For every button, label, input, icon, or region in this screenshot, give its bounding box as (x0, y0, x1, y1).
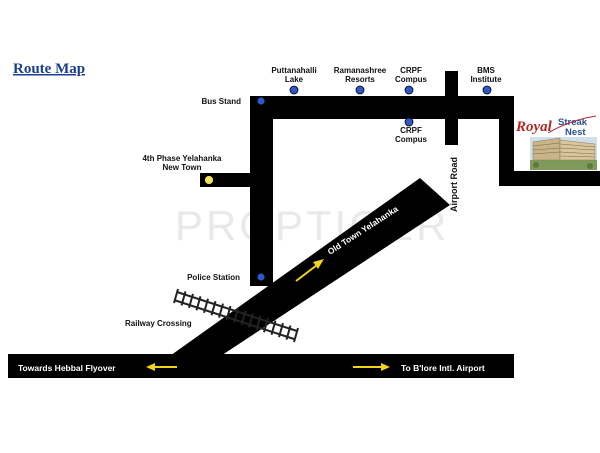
to-airport-label: To B'lore Intl. Airport (401, 363, 485, 373)
road-to-property (499, 171, 600, 186)
railway-tie (248, 313, 254, 328)
road-network (8, 71, 600, 378)
logo-royal-text: Royal (515, 119, 553, 135)
road-vertical-left (250, 96, 273, 286)
bms-label-2: Institute (470, 75, 502, 84)
railway-tie (188, 293, 194, 309)
crpf-top-marker (404, 85, 414, 95)
4th-phase-marker (204, 175, 214, 185)
railway-tie (225, 305, 232, 321)
4th-phase-label-1: 4th Phase Yelahanka (142, 154, 222, 163)
landmark-markers (204, 85, 492, 282)
road-right-vertical (499, 96, 514, 186)
crpf-top-label-2: Compus (395, 75, 428, 84)
railway-tie (285, 325, 292, 340)
railway-tie (233, 308, 239, 323)
railway-tie (293, 327, 299, 343)
road-old-town-yelahanka (160, 178, 450, 363)
bms-marker (482, 85, 492, 95)
puttanahalli-label-1: Puttanahalli (271, 66, 316, 75)
ramanashree-marker (355, 85, 365, 95)
towards-hebbal-label: Towards Hebbal Flyover (18, 363, 116, 373)
bus-stand-label: Bus Stand (201, 97, 241, 106)
police-station-marker (256, 272, 266, 282)
direction-arrows (146, 259, 390, 371)
road-top-horizontal (250, 96, 514, 119)
railway-tie (203, 298, 209, 314)
road-main-bottom (8, 354, 514, 378)
police-station-label: Police Station (187, 273, 240, 282)
4th-phase-label-2: New Town (163, 163, 202, 172)
crpf-top-label-1: CRPF (400, 66, 422, 75)
puttanahalli-marker (289, 85, 299, 95)
railway-tie (210, 300, 217, 316)
puttanahalli-label-2: Lake (285, 75, 304, 84)
crpf-bottom-label-1: CRPF (400, 126, 422, 135)
bms-label-1: BMS (477, 66, 495, 75)
map-title: Route Map (13, 61, 85, 77)
railway-tie (270, 320, 277, 335)
building-image (530, 137, 597, 170)
logo-nest-text: Nest (565, 127, 586, 138)
railway-tie (218, 303, 224, 318)
crpf-bottom-label-2: Compus (395, 135, 428, 144)
railway-tie (180, 291, 187, 306)
arrow-left-icon (146, 363, 177, 371)
ramanashree-label-2: Resorts (345, 75, 375, 84)
railway-tie (173, 288, 179, 304)
royal-streak-nest-logo: Royal Streak Nest (515, 115, 597, 138)
road-airport (445, 71, 458, 145)
arrow-right-icon (353, 363, 390, 371)
railway-tie (255, 315, 262, 331)
railway-crossing-label: Railway Crossing (125, 319, 192, 328)
airport-road-label: Airport Road (449, 157, 459, 212)
railway-tie (195, 296, 202, 311)
arrow-diagonal-icon (295, 259, 324, 282)
crpf-bottom-marker (404, 117, 414, 127)
road-4th-phase (200, 173, 252, 187)
logo-streak-text: Streak (558, 117, 588, 128)
bus-stand-marker (256, 96, 266, 106)
railway-tie (240, 310, 247, 326)
railway-tie (278, 322, 284, 338)
railway-track (173, 288, 299, 343)
railway-tie (263, 317, 269, 333)
ramanashree-label-1: Ramanashree (334, 66, 387, 75)
